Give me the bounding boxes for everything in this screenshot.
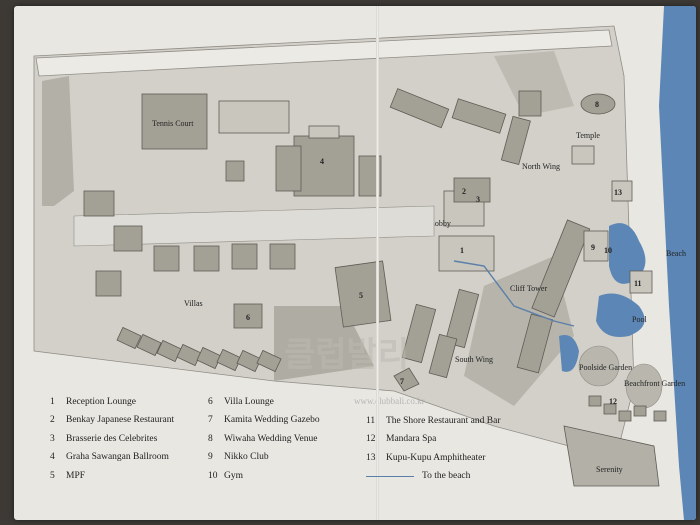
beach-label: Beach xyxy=(666,249,686,258)
north-wing-label: North Wing xyxy=(522,162,560,171)
spa-buildings xyxy=(588,395,667,422)
amphitheater xyxy=(611,180,633,202)
villa xyxy=(231,243,258,270)
south-wing-block xyxy=(401,303,437,364)
marker-11: 11 xyxy=(634,279,642,288)
villa xyxy=(95,270,122,297)
building xyxy=(358,155,382,197)
serenity-area xyxy=(563,425,660,487)
building xyxy=(218,100,290,134)
resort-map: Tennis Court North Wing Temple 8 Lobby 1… xyxy=(33,6,696,520)
serenity-label: Serenity xyxy=(596,465,623,474)
beach-path xyxy=(453,260,575,327)
garden-west xyxy=(42,76,74,206)
north-wing-block xyxy=(389,88,450,129)
restaurant-building xyxy=(453,177,491,203)
marker-4: 4 xyxy=(320,157,324,166)
villas-label: Villas xyxy=(184,299,203,308)
pool xyxy=(596,293,645,337)
marker-1: 1 xyxy=(460,246,464,255)
watermark-url: www.clubbali.co.kr xyxy=(354,396,425,406)
beachfront-garden-label: Beachfront Garden xyxy=(624,379,685,388)
south-wing-block xyxy=(428,333,458,379)
watermark-korean: 클럽발리 xyxy=(284,335,409,375)
villa xyxy=(83,190,115,217)
villa-lounge xyxy=(233,303,263,329)
marker-7: 7 xyxy=(400,377,404,386)
villa xyxy=(113,225,143,252)
legend-item-beach-path: To the beach xyxy=(366,468,501,487)
mpf-building xyxy=(334,260,392,328)
building xyxy=(225,160,245,182)
marker-12: 12 xyxy=(609,397,617,406)
ballroom-building xyxy=(293,135,355,197)
north-wing-block xyxy=(518,90,542,117)
ocean xyxy=(659,6,696,520)
marker-5: 5 xyxy=(359,291,363,300)
marker-3: 3 xyxy=(476,195,480,204)
nikko-club xyxy=(583,230,609,262)
central-walkway xyxy=(73,205,435,247)
tennis-court-label: Tennis Court xyxy=(152,119,194,128)
north-wing-block xyxy=(451,98,507,134)
poolside-garden-label: Poolside Garden xyxy=(579,363,632,372)
villa xyxy=(269,243,296,270)
building xyxy=(308,125,340,139)
marker-10: 10 xyxy=(604,246,612,255)
stepped-villas xyxy=(116,326,282,373)
wiwaha-venue xyxy=(580,93,616,115)
marker-2: 2 xyxy=(462,187,466,196)
poolside-garden xyxy=(578,345,620,387)
temple xyxy=(571,145,595,165)
wedding-gazebo xyxy=(393,367,420,392)
pool xyxy=(559,335,579,372)
temple-label: Temple xyxy=(576,131,600,140)
south-wing-label: South Wing xyxy=(455,355,493,364)
pool-label: Pool xyxy=(632,315,647,324)
page-fold xyxy=(376,6,379,520)
north-road xyxy=(35,29,613,77)
resort-map-card: Tennis Court North Wing Temple 8 Lobby 1… xyxy=(14,6,696,520)
lobby-label: Lobby xyxy=(430,219,451,228)
marker-6: 6 xyxy=(246,313,250,322)
garden-north xyxy=(494,51,574,116)
cliff-tower-block xyxy=(531,219,591,318)
north-wing-block xyxy=(500,115,531,166)
cliff-tower-label: Cliff Tower xyxy=(510,284,547,293)
villa xyxy=(193,245,220,272)
tennis-court xyxy=(141,93,208,150)
shore-restaurant xyxy=(629,270,653,294)
villa xyxy=(153,245,180,272)
reception-building xyxy=(438,235,495,272)
marker-8: 8 xyxy=(595,100,599,109)
marker-9: 9 xyxy=(591,243,595,252)
pool xyxy=(609,223,646,284)
building xyxy=(275,145,302,192)
marker-13: 13 xyxy=(614,188,622,197)
beach-path-swatch xyxy=(366,476,414,478)
